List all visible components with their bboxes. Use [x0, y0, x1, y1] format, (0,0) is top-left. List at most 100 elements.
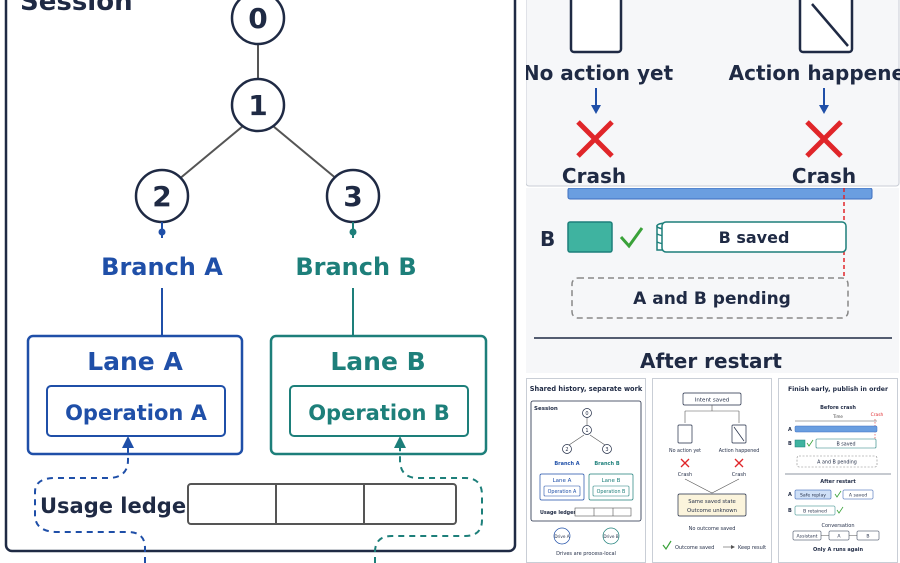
- branch-b-label: Branch B: [295, 253, 416, 281]
- thumb-b-retained: B retained: [803, 509, 827, 515]
- thumb-crash: Crash: [732, 472, 746, 478]
- thumb-same-state-box: [677, 493, 747, 517]
- tree-node-2: 2: [134, 168, 190, 224]
- pin-dot: [158, 228, 166, 236]
- thumb-a: A: [837, 534, 841, 540]
- thumb-row-a: A: [788, 427, 792, 433]
- thumb-title: Finish early, publish in order: [788, 386, 889, 393]
- tree-node-0: 0: [230, 0, 286, 46]
- thumb-b-block: [794, 439, 806, 448]
- thumbnail-1-svg: Shared history, separate work Session 0 …: [530, 385, 643, 557]
- thumb-conversation: Conversation: [821, 523, 854, 529]
- svg-text:3: 3: [343, 180, 362, 213]
- svg-text:2: 2: [152, 180, 171, 213]
- thumb-a-saved-box: [842, 489, 874, 500]
- thumb-check-icon: [662, 540, 672, 551]
- drive-a-dashed-path: [34, 442, 146, 563]
- thumb-crash: Crash: [678, 472, 692, 478]
- thumb-title: Shared history, separate work: [530, 385, 643, 393]
- thumb-b-saved: B saved: [836, 442, 855, 448]
- thumbnail-publish-order: Finish early, publish in order Before cr…: [778, 378, 898, 563]
- thumb-branch-a: Branch A: [554, 461, 579, 467]
- thumb-split-lines: [684, 405, 740, 423]
- arrowhead: [122, 436, 134, 448]
- thumb-before-crash: Before crash: [820, 405, 856, 411]
- pending-panel: B B saved A and B pending After restart: [526, 188, 899, 373]
- pending-box: [571, 277, 849, 319]
- arrow-down-icon: [591, 105, 601, 114]
- operation-b-label: Operation B: [308, 401, 450, 425]
- lane-a-label: Lane A: [87, 347, 183, 376]
- thumb-outcome-saved: Outcome saved: [675, 545, 714, 551]
- thumb-crash-x-icon: [734, 458, 744, 468]
- operation-b-box: [289, 385, 469, 437]
- thumb-document-icon: [677, 424, 693, 444]
- thumb-branch-b: Branch B: [594, 461, 619, 467]
- thumb-after-restart: After restart: [820, 479, 856, 485]
- session-label: Session: [20, 0, 133, 17]
- thumb-check-icon: [806, 439, 814, 447]
- thumb-arrow-right-icon: [731, 545, 735, 549]
- document-slashed-icon: [798, 0, 854, 54]
- svg-text:0: 0: [248, 2, 267, 35]
- branch-a-label: Branch A: [101, 253, 223, 281]
- thumbnail-shared-history: Shared history, separate work Session 0 …: [526, 378, 646, 563]
- after-restart-title: After restart: [640, 349, 782, 373]
- arrowhead: [394, 436, 406, 448]
- thumb-safe-replay-box: [794, 489, 832, 500]
- thumb-row-b: B: [788, 441, 792, 447]
- thumbnail-intent-saved: Intent saved No action yet Action happen…: [652, 378, 772, 563]
- document-icon: [569, 0, 623, 54]
- thumb-lane-a-label: Lane A: [553, 478, 572, 484]
- thumb-safe-replay: Safe replay: [800, 493, 826, 499]
- usage-ledger-table: [187, 483, 457, 525]
- thumb-check-icon: [834, 490, 842, 498]
- session-diagram: Session 0 1 2 3 Branch A Branch B Lane A…: [4, 0, 517, 563]
- row-b-label: B: [540, 227, 555, 251]
- tree-node-3: 3: [325, 168, 381, 224]
- thumb-session-label: Session: [534, 406, 558, 412]
- thumb-time-label: Time: [832, 414, 843, 419]
- thumb-footer: Drives are process-local: [556, 551, 616, 557]
- thumb-row-a: A: [788, 492, 792, 498]
- thumb-b-box: [856, 530, 880, 541]
- tree-node-1: 1: [230, 77, 286, 133]
- thumb-op-a-label: Operation A: [548, 489, 577, 495]
- thumb-op-a: [543, 485, 581, 497]
- thumb-keep-result: Keep result: [738, 545, 766, 551]
- thumb-merge-lines: [684, 478, 740, 494]
- thumb-assistant: Assistant: [797, 534, 818, 540]
- thumbnail-3-svg: Finish early, publish in order Before cr…: [785, 386, 891, 553]
- thumb-pending: A and B pending: [817, 460, 857, 466]
- b-done-block: [567, 221, 613, 253]
- thumb-check-icon: [836, 506, 844, 514]
- lane-b-label: Lane B: [330, 347, 425, 376]
- thumb-action-happened: Action happened: [719, 448, 760, 454]
- thumb-node: 1: [585, 428, 588, 434]
- thumb-row-a-bar: [794, 425, 878, 433]
- thumb-b: B: [866, 534, 869, 540]
- crash-label: Crash: [792, 164, 856, 188]
- row-a-bar: [567, 188, 873, 200]
- thumb-intent-label: Intent saved: [695, 398, 729, 404]
- tree-edge: [177, 125, 244, 181]
- svg-text:1: 1: [248, 89, 267, 122]
- thumb-drive-a-icon: [553, 527, 571, 545]
- thumb-outcome-unknown: Outcome unknown: [687, 508, 737, 514]
- thumb-no-outcome: No outcome saved: [689, 526, 736, 532]
- drive-b-dashed-path: [374, 442, 483, 563]
- pending-panel-bg: [526, 188, 899, 373]
- thumb-only-a: Only A runs again: [813, 547, 863, 553]
- slash-line: [811, 3, 849, 47]
- thumb-drive-b-icon: [602, 527, 620, 545]
- thumb-session-frame: [530, 400, 642, 522]
- thumb-row-b: B: [788, 508, 792, 514]
- no-action-label: No action yet: [526, 61, 674, 85]
- arrow-down-icon: [819, 105, 829, 114]
- thumb-b-retained-box: [794, 505, 836, 516]
- crash-label: Crash: [562, 164, 626, 188]
- usage-ledger-label: Usage ledger: [40, 494, 197, 518]
- crash-x-icon: [576, 120, 614, 158]
- thumbnail-2-svg: Intent saved No action yet Action happen…: [662, 392, 766, 551]
- thumb-no-action: No action yet: [669, 448, 701, 454]
